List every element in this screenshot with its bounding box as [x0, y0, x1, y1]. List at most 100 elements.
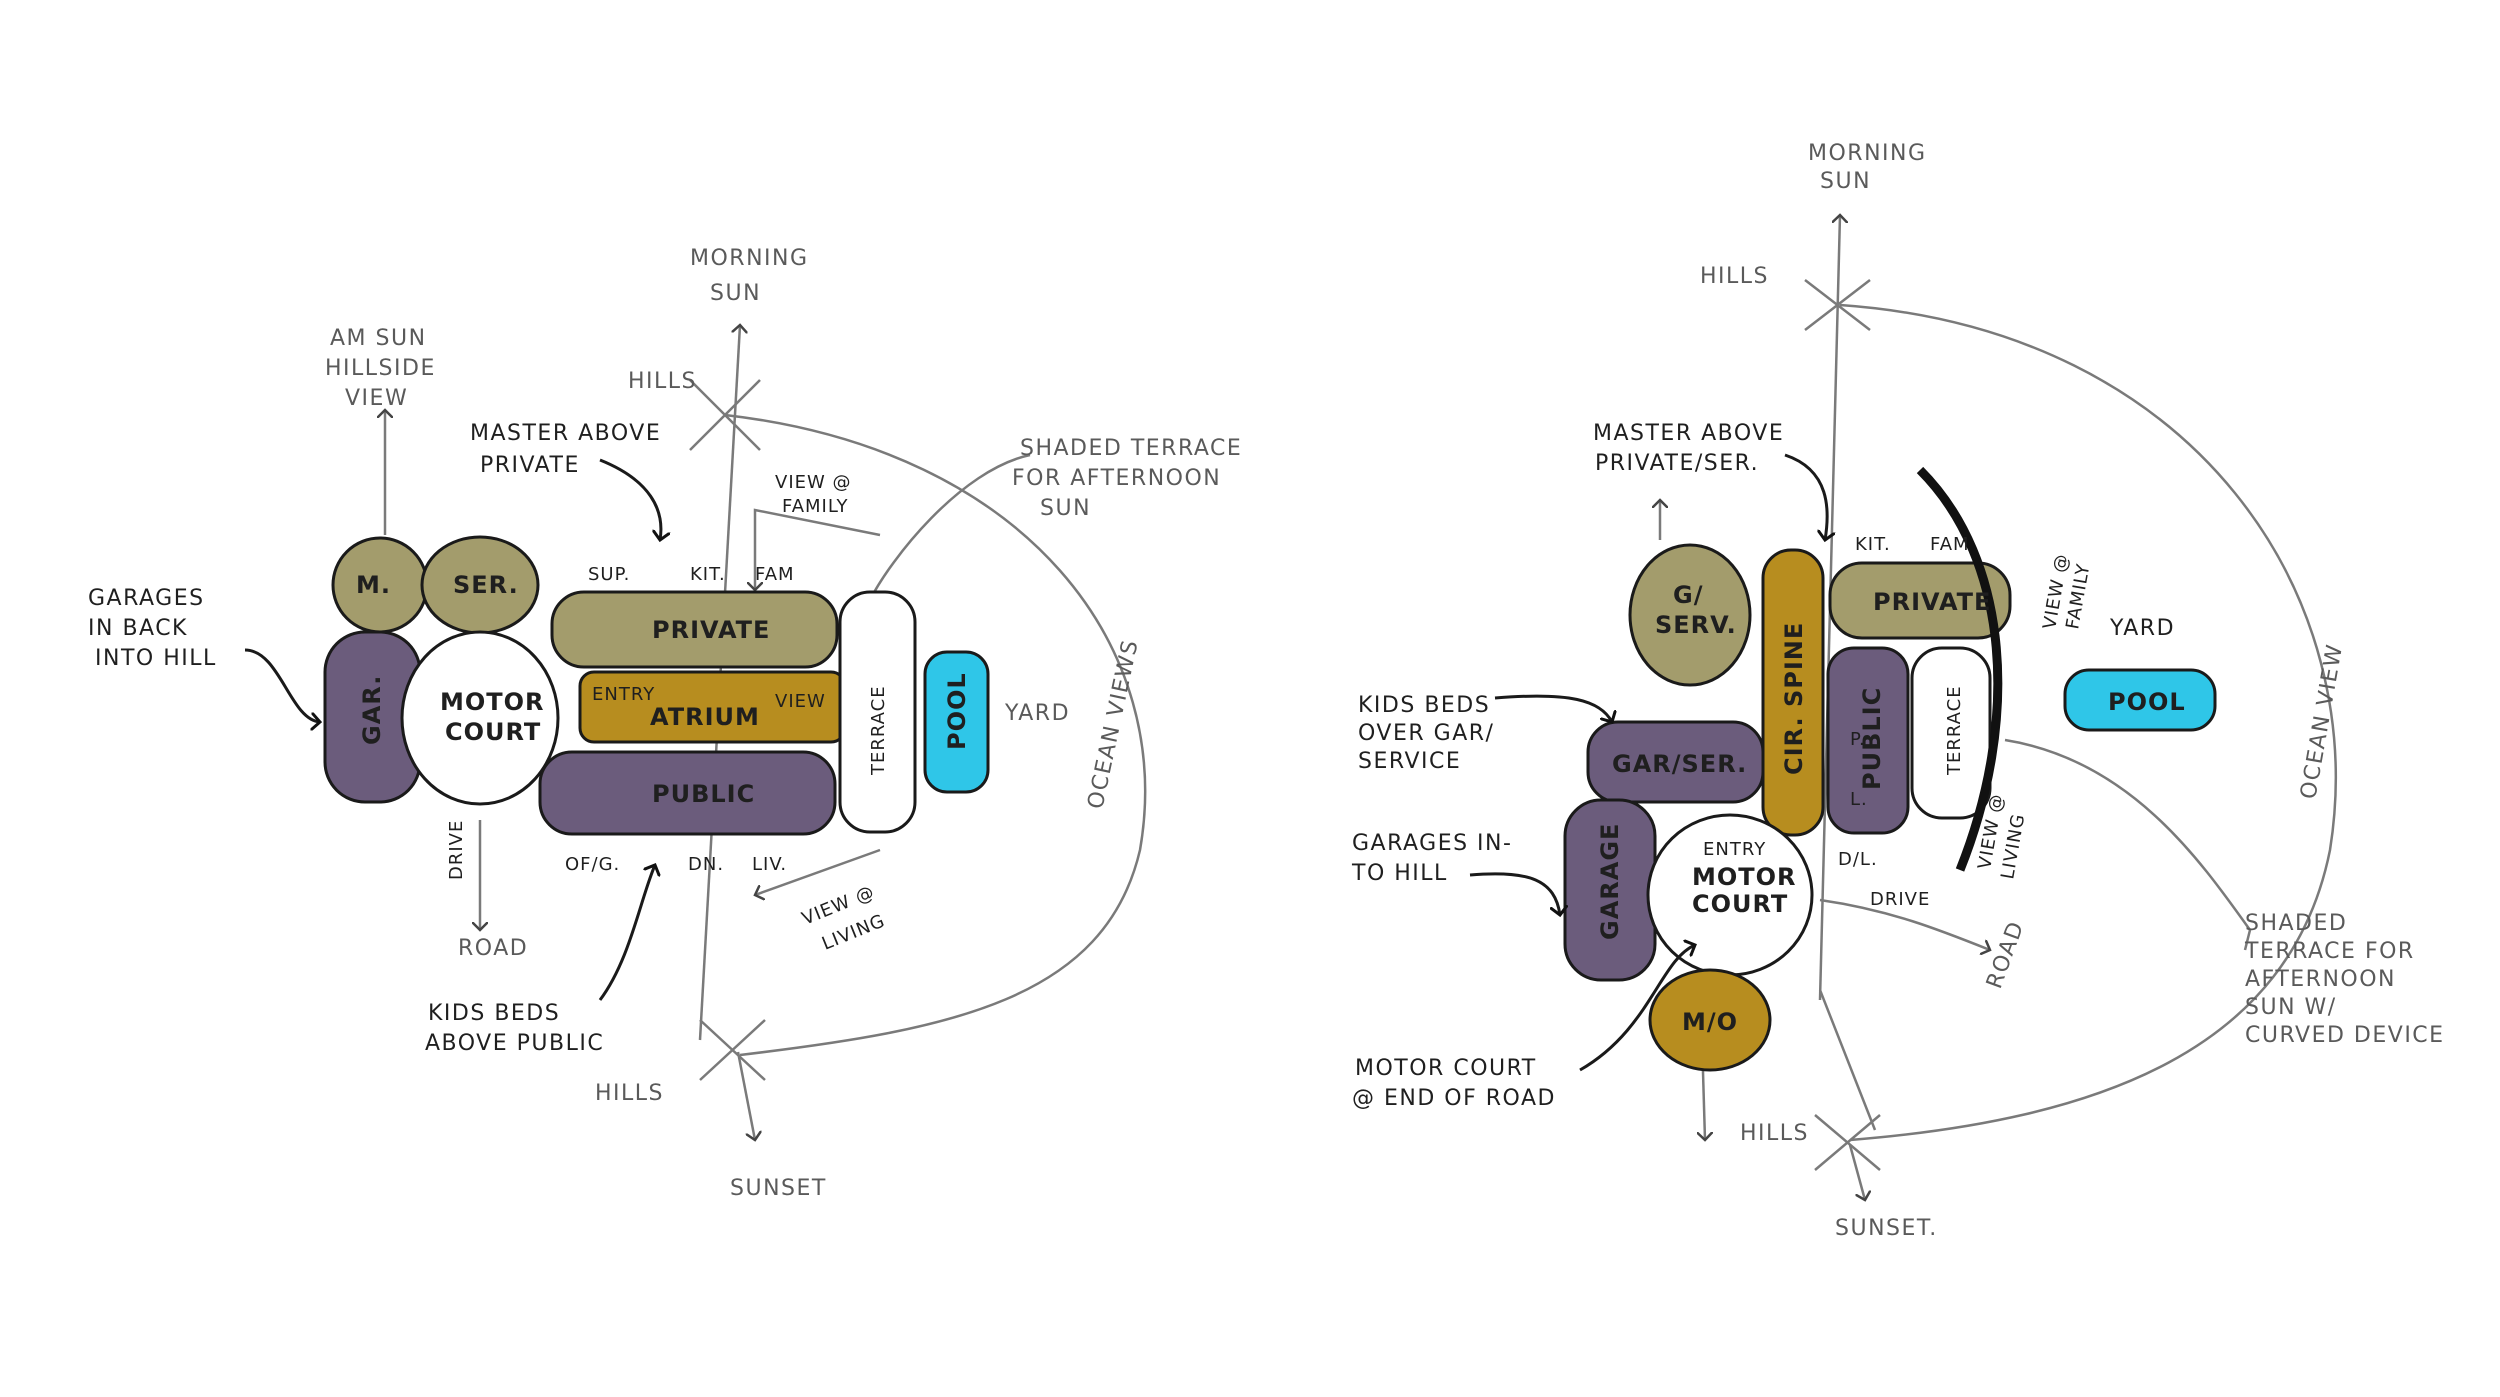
- left-ink-arrows: [244, 458, 661, 1001]
- right-room-entry: ENTRY: [1703, 839, 1766, 860]
- left-room-terrace: TERRACE: [868, 685, 889, 776]
- right-room-p: P.: [1850, 729, 1866, 750]
- right-shaded-label-4: SUN W/: [2245, 995, 2337, 1020]
- left-kids-label-1: KIDS BEDS: [428, 1001, 560, 1026]
- left-view-family-label-1: VIEW @: [775, 472, 852, 493]
- right-shaded-leader-tip: [2243, 929, 2252, 951]
- left-kids-label-2: ABOVE PUBLIC: [425, 1031, 604, 1056]
- right-room-kit: KIT.: [1855, 534, 1891, 555]
- right-morning-label-1: MORNING: [1808, 141, 1927, 166]
- left-hills-bottom-label: HILLS: [595, 1081, 664, 1106]
- left-morning-label-1: MORNING: [690, 246, 809, 271]
- left-dn-label: DN.: [688, 854, 724, 875]
- right-room-dl: D/L.: [1838, 849, 1878, 870]
- left-room-atrium: ATRIUM: [650, 703, 760, 731]
- right-shaded-label-5: CURVED DEVICE: [2245, 1023, 2445, 1048]
- left-room-motor-1: MOTOR: [440, 688, 545, 716]
- left-liv-label: LIV.: [752, 854, 787, 875]
- right-kids-label-3: SERVICE: [1358, 749, 1461, 774]
- right-motor-court-arrow: [1579, 945, 1695, 1072]
- right-bubble-gar-ser: [1588, 722, 1763, 802]
- right-sunset-arrow: [1848, 1144, 1865, 1200]
- left-morning-label-2: SUN: [710, 281, 761, 306]
- left-sunset-arrow: [736, 1051, 755, 1140]
- right-hills-top-label: HILLS: [1700, 264, 1769, 289]
- right-kids-arrow: [1494, 694, 1612, 722]
- right-axis-lower: [1818, 989, 1877, 1131]
- right-kids-label-1: KIDS BEDS: [1358, 693, 1490, 718]
- left-road-label: ROAD: [458, 936, 528, 961]
- left-shaded-label-2: FOR AFTERNOON: [1012, 466, 1221, 491]
- left-kids-arrow: [598, 865, 655, 1001]
- left-bubble-motor-court: [402, 632, 558, 804]
- left-bubble-terrace: [840, 592, 915, 832]
- left-master-label-1: MASTER ABOVE: [470, 421, 661, 446]
- right-room-terrace: TERRACE: [1944, 685, 1965, 776]
- left-room-m: M.: [356, 571, 391, 599]
- left-sunset-label: SUNSET: [730, 1176, 827, 1201]
- right-shaded-label-3: AFTERNOON: [2245, 967, 2396, 992]
- left-garages-label-2: IN BACK: [88, 616, 188, 641]
- left-shaded-leader: [868, 453, 1031, 601]
- left-labels: MORNING SUN HILLS HILLS SUNSET AM SUN HI…: [88, 246, 1241, 1201]
- right-room-garage: GARAGE: [1596, 823, 1624, 940]
- left-am-sun-label-1: AM SUN: [330, 326, 427, 351]
- left-yard-label: YARD: [1004, 701, 1070, 726]
- left-bubble-ser: [422, 537, 538, 633]
- right-garages-label-2: TO HILL: [1351, 861, 1448, 886]
- right-bubbles: [1563, 466, 2217, 1072]
- right-room-g-2: SERV.: [1655, 611, 1737, 639]
- left-view-family-arrow: [755, 508, 881, 590]
- right-room-motor-2: COURT: [1692, 890, 1788, 918]
- left-master-arrow: [599, 458, 661, 540]
- left-kit-label: KIT.: [690, 564, 726, 585]
- right-room-cir-spine: CIR. SPINE: [1780, 622, 1808, 775]
- left-master-label-2: PRIVATE: [480, 453, 580, 478]
- left-room-public: PUBLIC: [652, 780, 755, 808]
- right-master-arrow: [1784, 453, 1827, 540]
- right-garages-arrow: [1469, 872, 1560, 915]
- right-sunset-label: SUNSET.: [1835, 1216, 1938, 1241]
- right-drive-arrow: [1819, 898, 1990, 950]
- left-bubble-atrium: [580, 672, 845, 742]
- right-room-private: PRIVATE: [1873, 588, 1991, 616]
- right-room-fam: FAM: [1930, 534, 1970, 555]
- left-am-sun-label-3: VIEW: [345, 386, 408, 411]
- left-bubble-private: [552, 592, 837, 667]
- right-master-label-1: MASTER ABOVE: [1593, 421, 1784, 446]
- right-room-g-1: G/: [1673, 581, 1703, 609]
- right-kids-label-2: OVER GAR/: [1358, 721, 1494, 746]
- right-bubble-private: [1830, 563, 2010, 638]
- right-room-gar-ser: GAR/SER.: [1612, 750, 1747, 778]
- right-master-label-2: PRIVATE/SER.: [1595, 451, 1759, 476]
- right-shaded-label-1: SHADED: [2245, 911, 2347, 936]
- right-bubble-mo: [1650, 970, 1770, 1070]
- right-bubble-cir-spine: [1763, 550, 1823, 835]
- left-bubble-gar: [325, 632, 420, 802]
- right-motor-court-label-1: MOTOR COURT: [1355, 1056, 1537, 1081]
- right-drive-label: DRIVE: [1870, 889, 1930, 910]
- left-garages-label-1: GARAGES: [88, 586, 205, 611]
- right-ocean-view-label: OCEAN VIEW: [2296, 642, 2348, 801]
- left-hills-top-label: HILLS: [628, 369, 697, 394]
- right-yard-label: YARD: [2109, 616, 2175, 641]
- right-diagram: MORNING SUN HILLS HILLS SUNSET. MASTER A…: [1351, 141, 2445, 1241]
- left-diagram: MORNING SUN HILLS HILLS SUNSET AM SUN HI…: [88, 246, 1241, 1201]
- right-morning-label-2: SUN: [1820, 169, 1871, 194]
- left-room-ser: SER.: [453, 571, 519, 599]
- right-ink-arrows: [1469, 453, 1827, 1072]
- right-room-motor-1: MOTOR: [1692, 863, 1797, 891]
- right-sun-path-lines: [1660, 215, 2337, 1200]
- right-ocean-view-arc: [1839, 303, 2337, 1142]
- right-curved-device: [1916, 466, 2003, 872]
- right-road-label: ROAD: [1982, 918, 2030, 993]
- left-ocean-view-arc: [724, 413, 1147, 1057]
- right-bubble-pool: [2065, 670, 2215, 730]
- right-room-mo: M/O: [1682, 1008, 1738, 1036]
- right-room-public: PUBLIC: [1858, 687, 1886, 790]
- left-bubble-public: [540, 752, 835, 834]
- right-bubble-motor-court: [1648, 815, 1812, 975]
- left-ocean-views-label: OCEAN VIEWS: [1083, 637, 1143, 811]
- left-room-pool: POOL: [943, 672, 971, 750]
